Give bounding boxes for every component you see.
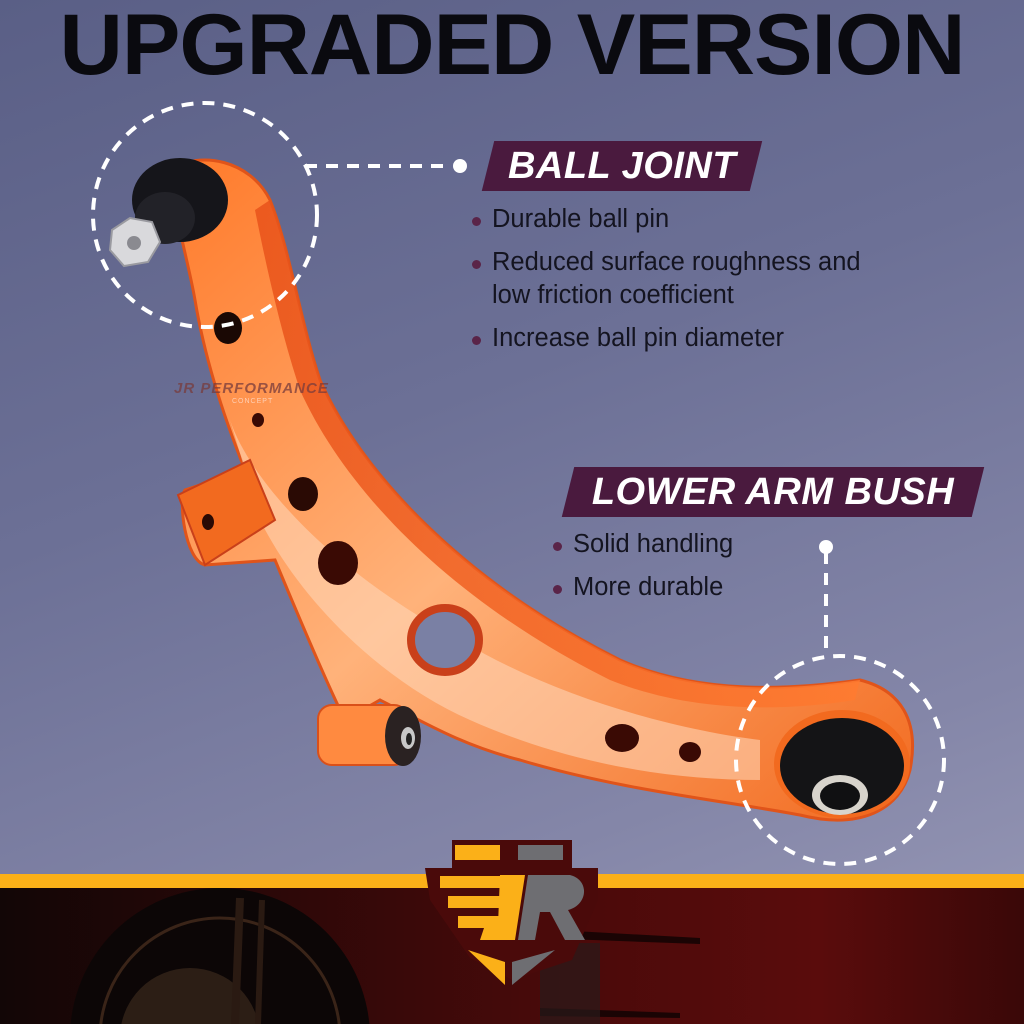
watermark-sub: CONCEPT: [232, 398, 274, 405]
accent-stripe: [0, 874, 1024, 888]
bush-callout-dot: [819, 540, 833, 554]
bullet-item: Increase ball pin diameter: [470, 322, 890, 355]
lower-arm-bush-label: LOWER ARM BUSH: [591, 471, 955, 513]
page-title: UPGRADED VERSION: [59, 0, 966, 93]
car-wheel-graphic: [70, 888, 700, 1024]
control-arm: [168, 158, 915, 822]
ball-joint: [108, 158, 228, 268]
bullet-item: Solid handling: [551, 528, 831, 561]
ball-joint-bullets: Durable ball pin Reduced surface roughne…: [470, 203, 890, 365]
lower-arm-bush-bullets: Solid handling More durable: [551, 528, 831, 614]
car-background-band: [0, 888, 1024, 1024]
watermark-brand: JR PERFORMANCE: [174, 380, 329, 397]
bullet-item: More durable: [551, 571, 831, 604]
ball-joint-label: BALL JOINT: [507, 145, 737, 187]
ball-joint-callout-dot: [453, 159, 467, 173]
callout-guides: [91, 101, 946, 866]
ball-joint-ribbon: BALL JOINT: [481, 141, 763, 191]
lower-arm-bush-ribbon: LOWER ARM BUSH: [561, 467, 985, 517]
bullet-item: Reduced surface roughness and low fricti…: [470, 246, 872, 312]
bullet-item: Durable ball pin: [470, 203, 890, 236]
